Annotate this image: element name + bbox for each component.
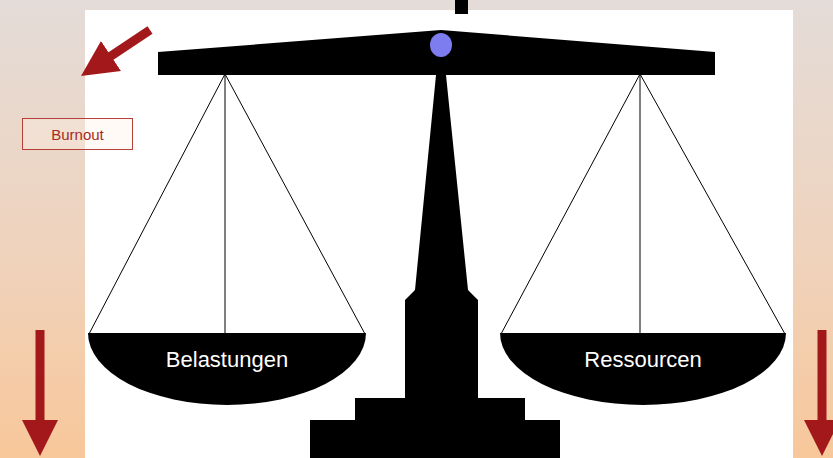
burnout-box: Burnout [22,118,133,150]
pan-bowl [500,333,786,405]
scale-pillar [310,75,560,458]
scale-beam [158,30,715,75]
down-arrow [36,330,45,438]
diagonal-arrow [96,30,150,66]
scale-pan: Ressourcen [500,333,786,405]
node-label: Belastungen [88,333,366,373]
white-panel [85,10,793,458]
down-arrow [818,330,827,438]
node-label: Burnout [51,126,104,143]
pan-bowl [88,333,366,405]
scale-pan: Belastungen [88,333,366,405]
node-label: Ressourcen [500,333,786,373]
hanger-bar [455,0,468,14]
pivot-knob [430,33,452,57]
